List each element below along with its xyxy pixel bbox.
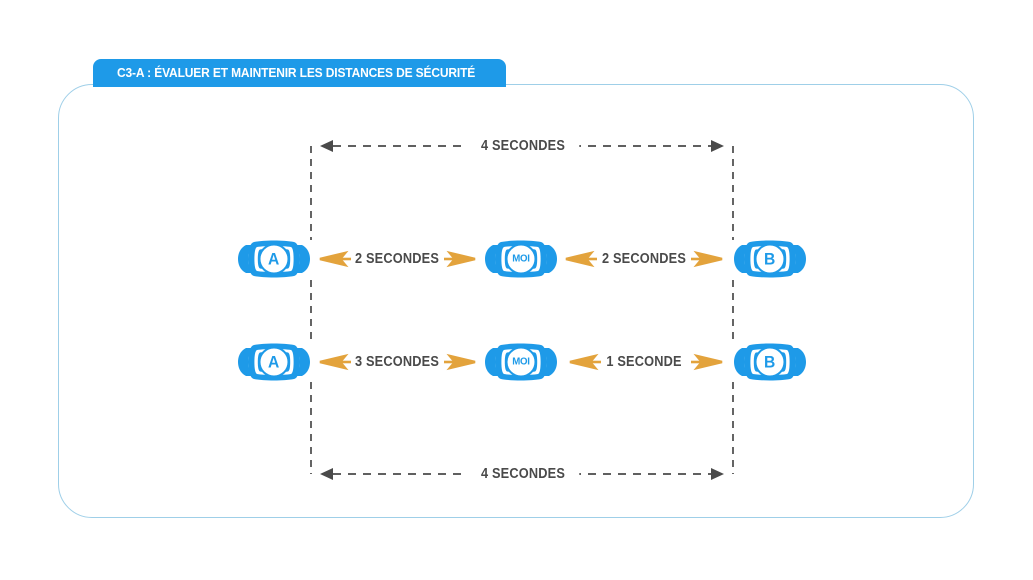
gap-arrow-r1-left-fwd [444, 250, 476, 268]
gap-arrow-r2-right-back [569, 353, 601, 371]
bottom-dimension-label: 4 SECONDES [466, 466, 580, 482]
gap-arrow-r1-right-fwd [691, 250, 723, 268]
car-badge: MOI [505, 243, 537, 275]
gap-arrow-r2-right-fwd [691, 353, 723, 371]
gap-label-r1-left: 2 SECONDES [354, 251, 440, 267]
gap-arrow-r2-left-fwd [444, 353, 476, 371]
top-dimension-label: 4 SECONDES [466, 138, 580, 154]
gap-arrow-r1-left-back [319, 250, 351, 268]
banner-title: C3-A : ÉVALUER ET MAINTENIR LES DISTANCE… [117, 66, 476, 80]
car-b-row2: B [732, 342, 808, 382]
gap-label-r2-left: 3 SECONDES [354, 354, 440, 370]
gap-label-r2-right: 1 SECONDE [606, 354, 682, 370]
car-a-row2: A [236, 342, 312, 382]
gap-label-r1-right: 2 SECONDES [601, 251, 687, 267]
car-moi-row1: MOI [483, 239, 559, 279]
car-badge: A [258, 346, 290, 378]
gap-arrow-r2-left-back [319, 353, 351, 371]
car-moi-row2: MOI [483, 342, 559, 382]
section-banner: C3-A : ÉVALUER ET MAINTENIR LES DISTANCE… [93, 59, 507, 87]
car-badge: A [258, 243, 290, 275]
car-badge: B [754, 346, 786, 378]
car-badge: MOI [505, 346, 537, 378]
diagram-card [58, 84, 974, 518]
car-b-row1: B [732, 239, 808, 279]
car-badge: B [754, 243, 786, 275]
car-a-row1: A [236, 239, 312, 279]
gap-arrow-r1-right-back [565, 250, 597, 268]
